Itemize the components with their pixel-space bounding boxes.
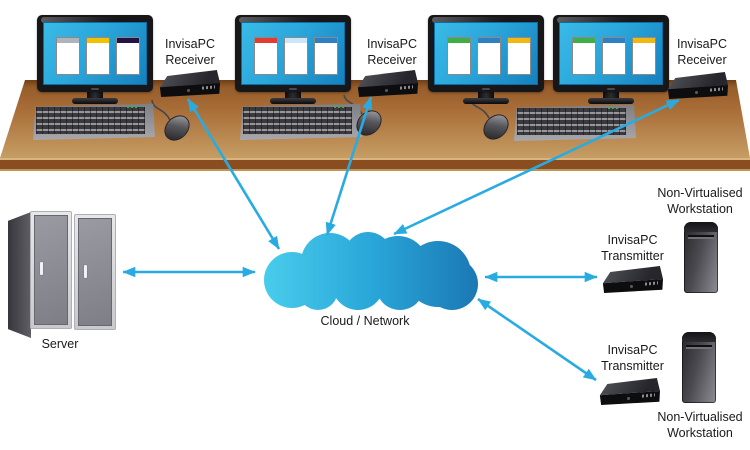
window-titlebar [285, 38, 307, 43]
monitor-3-base [463, 98, 509, 104]
power-led [384, 88, 388, 92]
server-door [34, 215, 68, 325]
monitor-1 [37, 15, 153, 92]
monitor-3 [428, 15, 544, 92]
keyboard-leds [334, 106, 346, 108]
app-window [86, 37, 110, 75]
workstation-2-tower [682, 332, 716, 403]
window-titlebar [87, 38, 109, 43]
app-window [602, 37, 626, 75]
monitor-4-stand [603, 91, 619, 100]
invisapc-transmitter-1-device [601, 266, 663, 293]
keyboard-leds [608, 107, 620, 109]
monitor-2 [235, 15, 351, 92]
app-window [507, 37, 531, 75]
monitor-logo [482, 88, 490, 90]
app-window [572, 37, 596, 75]
window-titlebar [255, 38, 277, 43]
app-window [447, 37, 471, 75]
monitor-logo [607, 88, 615, 90]
window-titlebar [315, 38, 337, 43]
monitor-2-base [270, 98, 316, 104]
desk-front-edge [0, 158, 750, 173]
app-window [254, 37, 278, 75]
invisapc-receiver-1-device [158, 70, 220, 97]
cloud-label: Cloud / Network [320, 314, 410, 328]
server-label: Server [41, 337, 79, 351]
server-handle [84, 265, 87, 278]
monitor-4 [553, 15, 669, 92]
window-titlebar [573, 38, 595, 43]
window-titlebar [478, 38, 500, 43]
app-window [116, 37, 140, 75]
power-led [626, 396, 630, 400]
window-titlebar [117, 38, 139, 43]
monitor-4-screen [559, 22, 663, 85]
arrow-cloud-transmitter2 [477, 297, 597, 382]
keyboard-keys [36, 107, 145, 134]
server-rack-1 [30, 211, 72, 329]
cloud-shape [264, 232, 478, 310]
keyboard-keys [243, 107, 352, 134]
workstation-1-tower [684, 222, 718, 293]
invisapc-transmitter-2-device [598, 378, 660, 405]
monitor-3-stand [478, 91, 494, 100]
monitor-1-stand [87, 91, 103, 100]
window-titlebar [633, 38, 655, 43]
window-titlebar [57, 38, 79, 43]
server-door [78, 218, 112, 326]
monitor-2-screen [241, 22, 345, 85]
keyboard-1 [33, 103, 155, 140]
app-window [477, 37, 501, 75]
invisapc-receiver-3-device [666, 72, 728, 99]
monitor-3-screen [434, 22, 538, 85]
invisapc-receiver-2-device [356, 70, 418, 97]
monitor-logo [91, 88, 99, 90]
power-led [629, 284, 633, 288]
app-window [314, 37, 338, 75]
monitor-2-stand [285, 91, 301, 100]
keyboard-2 [240, 103, 362, 140]
keyboard-3 [514, 104, 636, 141]
monitor-4-base [588, 98, 634, 104]
monitor-1-base [72, 98, 118, 104]
power-led [186, 88, 190, 92]
server-handle [40, 262, 43, 275]
keyboard-keys [517, 108, 626, 135]
power-led [694, 90, 698, 94]
app-window [56, 37, 80, 75]
keyboard-leds [127, 106, 139, 108]
window-titlebar [448, 38, 470, 43]
server-rack-2 [74, 214, 116, 330]
app-window [632, 37, 656, 75]
monitor-logo [289, 88, 297, 90]
window-titlebar [603, 38, 625, 43]
server-rack-side [8, 212, 31, 338]
window-titlebar [508, 38, 530, 43]
monitor-1-screen [43, 22, 147, 85]
app-window [284, 37, 308, 75]
